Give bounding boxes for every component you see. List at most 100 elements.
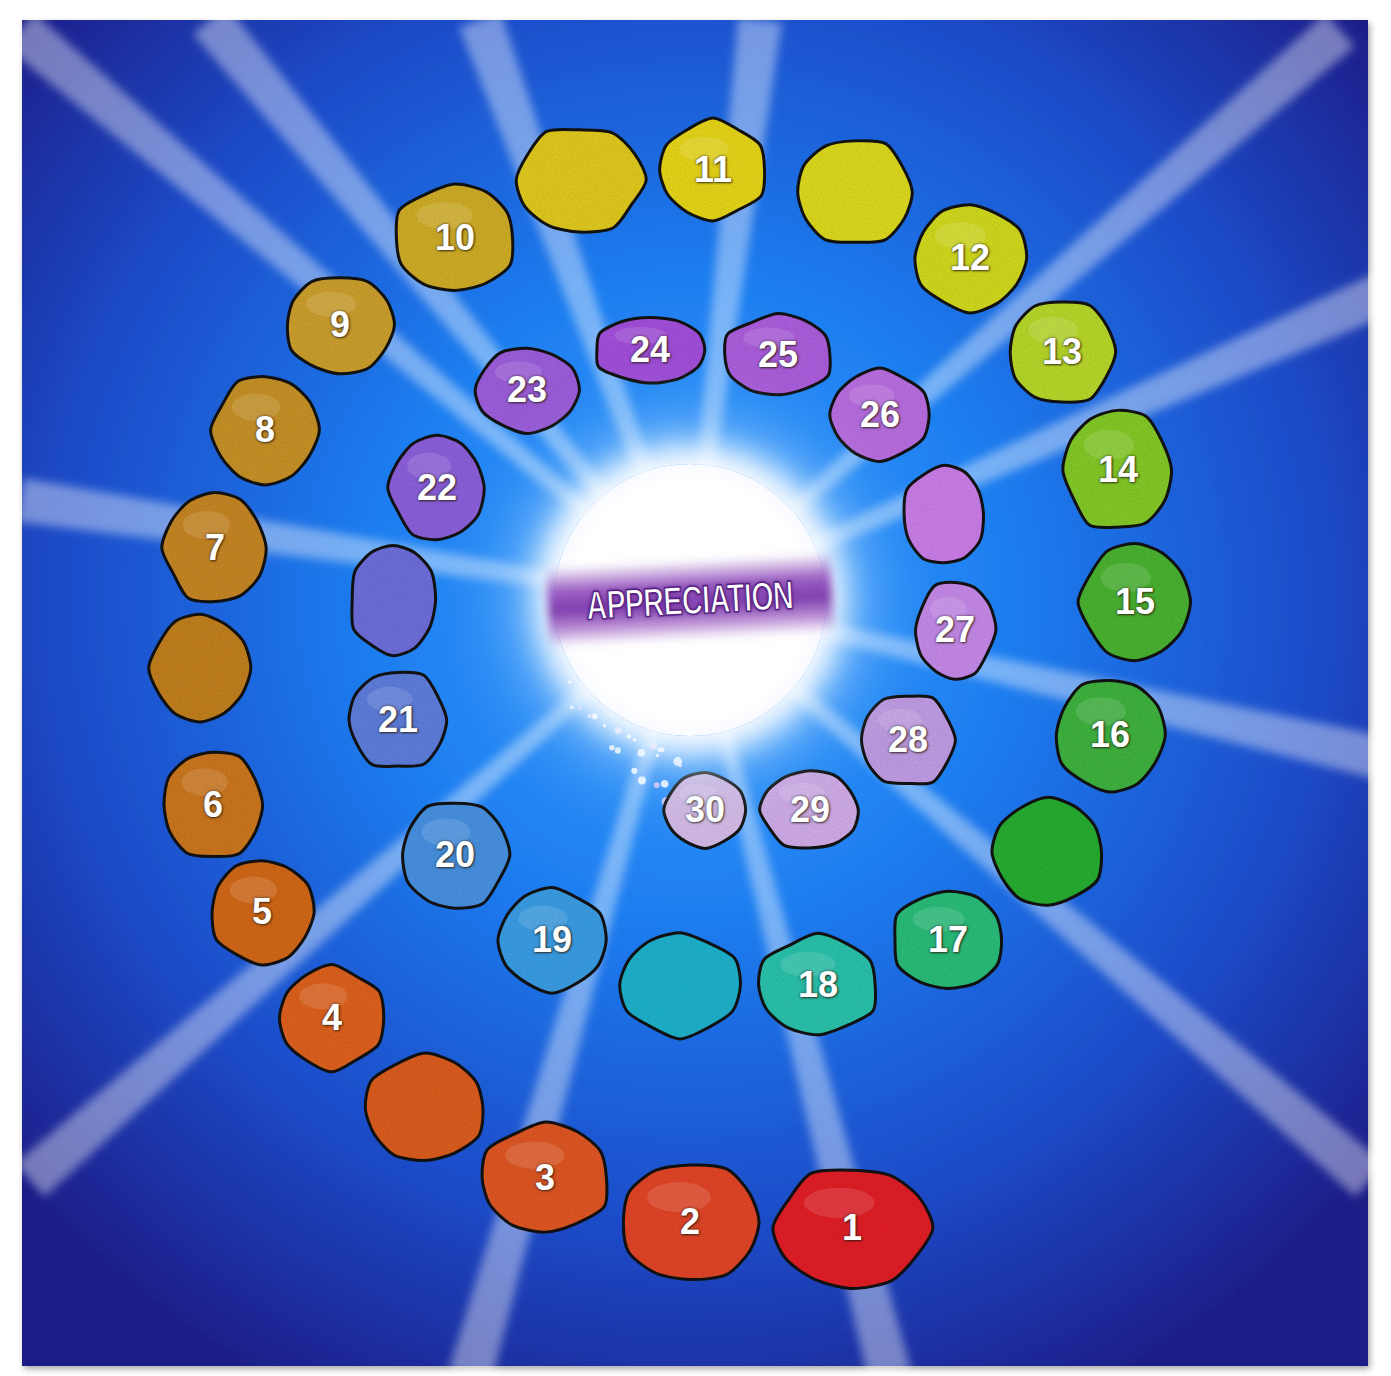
step-number: 26 <box>860 397 900 433</box>
step-stone: 9 <box>283 273 397 377</box>
sparkle <box>609 745 615 751</box>
step-fill <box>212 861 314 965</box>
step-stone: 27 <box>913 578 997 682</box>
step-stone: 6 <box>160 748 266 862</box>
step-outline <box>664 772 746 848</box>
blank-step <box>516 129 646 232</box>
step-number: 3 <box>535 1160 555 1196</box>
step-outline <box>895 891 1002 988</box>
step-number: 16 <box>1090 717 1130 753</box>
step-fill <box>1063 410 1172 527</box>
sparkle <box>603 724 606 727</box>
step-outline <box>904 465 983 562</box>
step-fill <box>1010 302 1115 402</box>
step-fill <box>915 205 1027 313</box>
step-outline <box>482 1122 607 1232</box>
step-outline <box>212 861 314 965</box>
step-number: 30 <box>685 792 725 828</box>
center-circle: APPRECIATION <box>554 464 826 736</box>
sparkle <box>650 743 657 750</box>
step-fill <box>904 465 983 562</box>
step-stone: 13 <box>1006 297 1118 407</box>
sparkle <box>570 705 574 709</box>
step-fill <box>664 772 746 848</box>
step-number: 20 <box>435 837 475 873</box>
sparkle <box>626 734 631 739</box>
step-number: 19 <box>532 922 572 958</box>
step-stone: 11 <box>657 118 769 222</box>
step-fill <box>516 129 646 232</box>
step-fill <box>149 614 251 722</box>
step-outline <box>861 696 955 784</box>
step-stone: 2 <box>618 1160 763 1284</box>
step-gloss <box>647 1182 711 1212</box>
step-fill <box>164 752 263 856</box>
step-outline <box>403 803 510 908</box>
sparkle <box>592 714 597 719</box>
step-outline <box>597 318 705 384</box>
step-fill <box>279 964 383 1071</box>
step-stone: 20 <box>399 798 511 912</box>
step-number: 24 <box>630 332 670 368</box>
step-stone: 22 <box>387 433 487 543</box>
blank-step <box>365 1053 483 1160</box>
step-number: 11 <box>694 152 732 188</box>
sparkle <box>673 757 682 766</box>
step-stone: 5 <box>208 857 316 967</box>
step-outline <box>279 964 383 1071</box>
step-fill <box>365 1053 483 1160</box>
step-number: 23 <box>507 372 547 408</box>
sparkle <box>579 707 582 710</box>
step-outline <box>992 797 1102 905</box>
step-number: 29 <box>790 792 830 828</box>
step-gloss <box>804 1188 874 1218</box>
step-outline <box>349 672 447 766</box>
step-stone: 8 <box>210 373 320 487</box>
step-outline <box>773 1170 933 1289</box>
step-outline <box>1010 302 1115 402</box>
light-rays <box>6 6 1391 1376</box>
step-stone: 7 <box>161 490 269 606</box>
step-stone: 3 <box>478 1121 613 1235</box>
step-fill <box>620 933 741 1039</box>
step-stone: 25 <box>720 312 836 398</box>
step-stone: 18 <box>755 933 881 1037</box>
step-fill <box>396 184 513 290</box>
step-number: 25 <box>758 337 798 373</box>
sparkle <box>632 738 636 742</box>
sparkle <box>661 780 669 788</box>
step-fill <box>162 493 266 602</box>
blank-step <box>620 933 741 1039</box>
step-number: 6 <box>203 787 223 823</box>
step-outline <box>1063 410 1172 527</box>
step-number: 10 <box>435 220 475 256</box>
step-fill <box>498 888 606 994</box>
step-fill <box>830 368 929 461</box>
sparkle <box>657 747 661 751</box>
step-outline <box>164 752 263 856</box>
step-stone: 4 <box>277 964 387 1072</box>
step-number: 17 <box>928 922 968 958</box>
step-number: 28 <box>888 722 928 758</box>
step-number: 27 <box>935 612 975 648</box>
step-fill <box>773 1170 933 1289</box>
step-number: 7 <box>205 530 225 566</box>
step-number: 8 <box>255 412 275 448</box>
step-number: 9 <box>330 307 350 343</box>
step-stone: 30 <box>662 770 748 850</box>
sparkle <box>610 713 613 716</box>
step-number: 1 <box>842 1210 862 1246</box>
step-outline <box>475 348 579 433</box>
step-fill <box>597 318 705 384</box>
step-number: 18 <box>798 967 838 1003</box>
step-stone: 23 <box>473 345 581 435</box>
step-fill <box>352 546 436 656</box>
sparkle <box>615 727 622 734</box>
step-outline <box>1056 680 1165 792</box>
step-fill <box>895 891 1002 988</box>
sparkle <box>615 747 621 753</box>
step-fill <box>660 118 765 221</box>
step-number: 21 <box>378 702 418 738</box>
step-stone: 26 <box>828 367 932 463</box>
